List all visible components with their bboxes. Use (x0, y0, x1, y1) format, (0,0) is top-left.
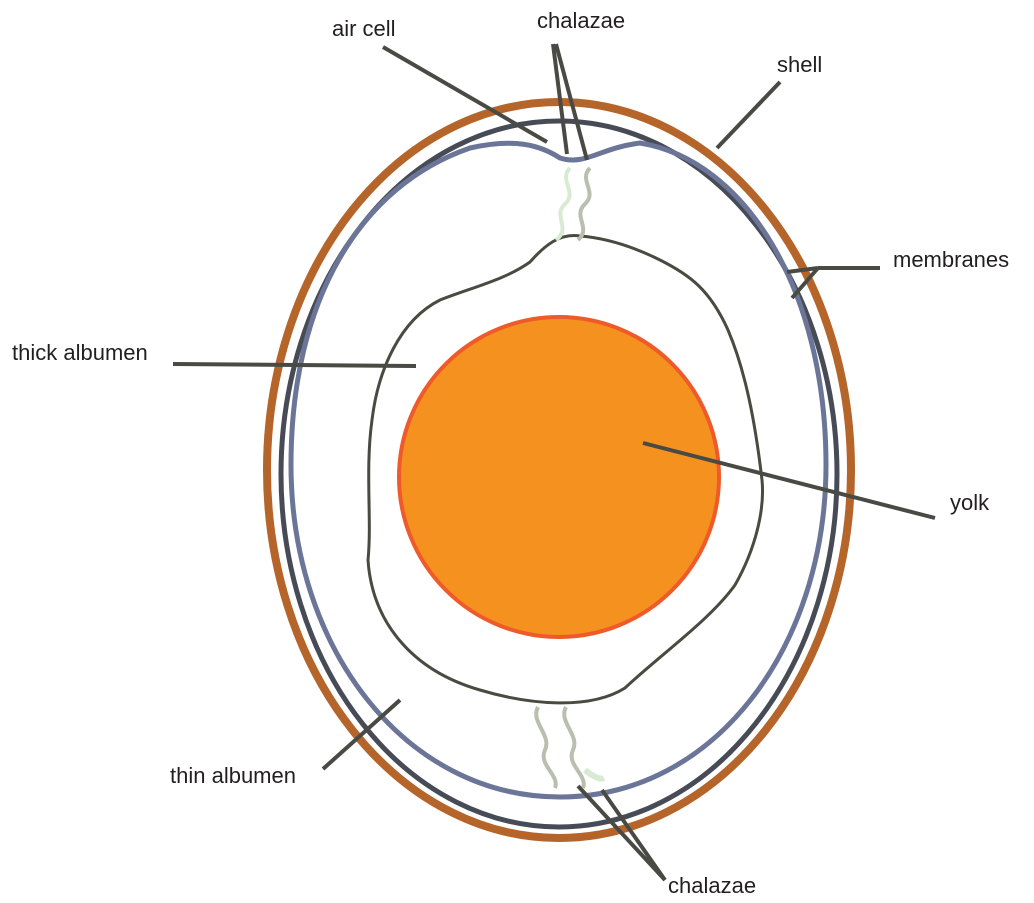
yolk (399, 317, 719, 637)
leader-shell (717, 82, 780, 148)
label-air-cell: air cell (332, 16, 396, 41)
label-yolk: yolk (950, 490, 990, 515)
label-shell: shell (777, 52, 822, 77)
label-chalazae-top: chalazae (537, 8, 625, 33)
leader-thick-albumen (173, 364, 416, 366)
label-chalazae-bottom: chalazae (668, 873, 756, 898)
label-thin-albumen: thin albumen (170, 763, 296, 788)
label-membranes: membranes (893, 247, 1009, 272)
label-thick-albumen: thick albumen (12, 340, 148, 365)
